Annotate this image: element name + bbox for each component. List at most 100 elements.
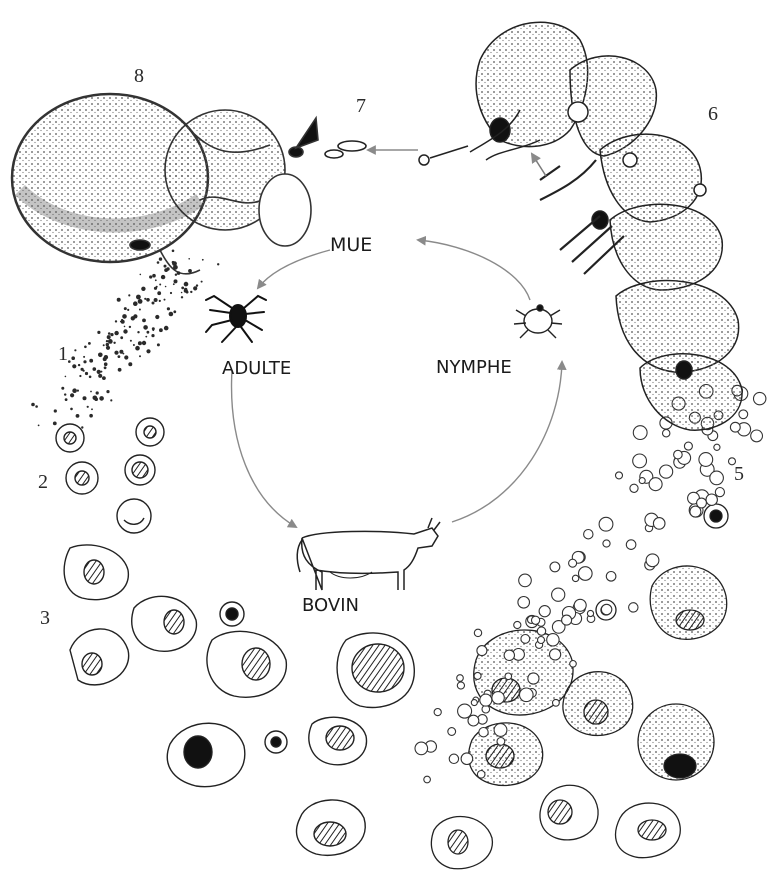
vesicle bbox=[579, 567, 593, 581]
particle bbox=[89, 414, 93, 418]
particle bbox=[181, 287, 184, 290]
particle bbox=[115, 320, 117, 322]
particle bbox=[172, 250, 175, 253]
particle bbox=[146, 298, 150, 302]
particle bbox=[106, 390, 109, 393]
particle bbox=[103, 357, 107, 361]
vesicle bbox=[606, 572, 616, 582]
vesicle bbox=[504, 650, 514, 660]
particle bbox=[53, 422, 57, 426]
particle bbox=[71, 356, 75, 360]
vesicle bbox=[552, 588, 565, 601]
particle bbox=[72, 388, 77, 393]
particle bbox=[120, 336, 123, 339]
particle bbox=[201, 281, 203, 283]
vesicle bbox=[539, 606, 550, 617]
stage-4-cells bbox=[167, 631, 414, 855]
particle bbox=[88, 342, 91, 345]
vesicle bbox=[584, 530, 593, 539]
particle bbox=[169, 312, 174, 317]
particle bbox=[141, 287, 145, 291]
vesicle bbox=[492, 692, 504, 704]
particle bbox=[175, 266, 177, 268]
vesicle bbox=[715, 488, 724, 497]
particle bbox=[159, 328, 163, 332]
particle bbox=[138, 299, 143, 304]
particle bbox=[202, 259, 204, 261]
stage-7-sporozoite bbox=[325, 141, 366, 158]
vesicle bbox=[494, 724, 507, 737]
vesicle bbox=[697, 498, 707, 508]
vesicle bbox=[674, 450, 683, 459]
vesicle bbox=[587, 610, 593, 616]
vesicle bbox=[474, 672, 481, 679]
vesicle bbox=[699, 453, 713, 467]
particle bbox=[117, 298, 121, 302]
particle bbox=[128, 294, 130, 296]
adult-tick-icon bbox=[206, 296, 266, 342]
vesicle bbox=[653, 518, 665, 530]
vesicle bbox=[729, 458, 736, 465]
particle bbox=[175, 274, 177, 276]
particle bbox=[186, 291, 189, 294]
particle bbox=[126, 356, 128, 358]
vesicle bbox=[518, 597, 530, 609]
particle bbox=[151, 334, 154, 337]
particle bbox=[157, 261, 160, 264]
vesicle bbox=[706, 494, 717, 505]
particle bbox=[138, 341, 142, 345]
particle bbox=[83, 370, 85, 372]
particle bbox=[152, 274, 156, 278]
particle bbox=[106, 340, 108, 342]
label-nymphe: NYMPHE bbox=[436, 357, 512, 378]
particle bbox=[139, 355, 141, 357]
vesicle bbox=[474, 629, 481, 636]
vesicle bbox=[550, 649, 561, 660]
particle bbox=[114, 331, 118, 335]
particle bbox=[31, 403, 35, 407]
particle bbox=[164, 265, 167, 268]
particle bbox=[107, 335, 111, 339]
particle bbox=[118, 355, 121, 358]
vesicle bbox=[550, 562, 560, 572]
vesicle bbox=[434, 709, 441, 716]
particle bbox=[152, 302, 155, 305]
particle bbox=[93, 367, 97, 371]
particle bbox=[167, 307, 170, 310]
particle bbox=[72, 364, 76, 368]
particle bbox=[149, 275, 152, 278]
vesicle bbox=[415, 742, 428, 755]
particle bbox=[136, 295, 141, 300]
particle bbox=[142, 319, 146, 323]
particle bbox=[157, 291, 161, 295]
vesicle bbox=[603, 540, 610, 547]
particle bbox=[65, 398, 68, 401]
vesicle bbox=[660, 465, 673, 478]
particle bbox=[90, 391, 92, 393]
vesicle bbox=[448, 728, 456, 736]
vesicle bbox=[505, 673, 512, 680]
particle bbox=[98, 353, 103, 358]
vesicle bbox=[520, 688, 534, 702]
stage-8-salivary-cell bbox=[12, 94, 318, 274]
vesicle bbox=[633, 426, 647, 440]
arrow-nymphe-to-mue bbox=[418, 240, 530, 300]
vesicle bbox=[480, 694, 492, 706]
particle bbox=[177, 271, 181, 275]
vesicle bbox=[479, 728, 488, 737]
particle bbox=[129, 326, 131, 328]
particle bbox=[133, 301, 138, 306]
particle bbox=[127, 309, 129, 311]
label-mue: MUE bbox=[330, 234, 372, 256]
particle bbox=[102, 376, 106, 380]
vesicle bbox=[532, 616, 540, 624]
vesicle bbox=[449, 754, 458, 763]
vesicle bbox=[562, 615, 572, 625]
vesicle bbox=[649, 478, 662, 491]
particle bbox=[70, 393, 74, 397]
particle bbox=[146, 349, 150, 353]
vesicle bbox=[538, 637, 545, 644]
particle bbox=[100, 371, 102, 373]
particle bbox=[104, 362, 108, 366]
particle bbox=[76, 414, 80, 418]
